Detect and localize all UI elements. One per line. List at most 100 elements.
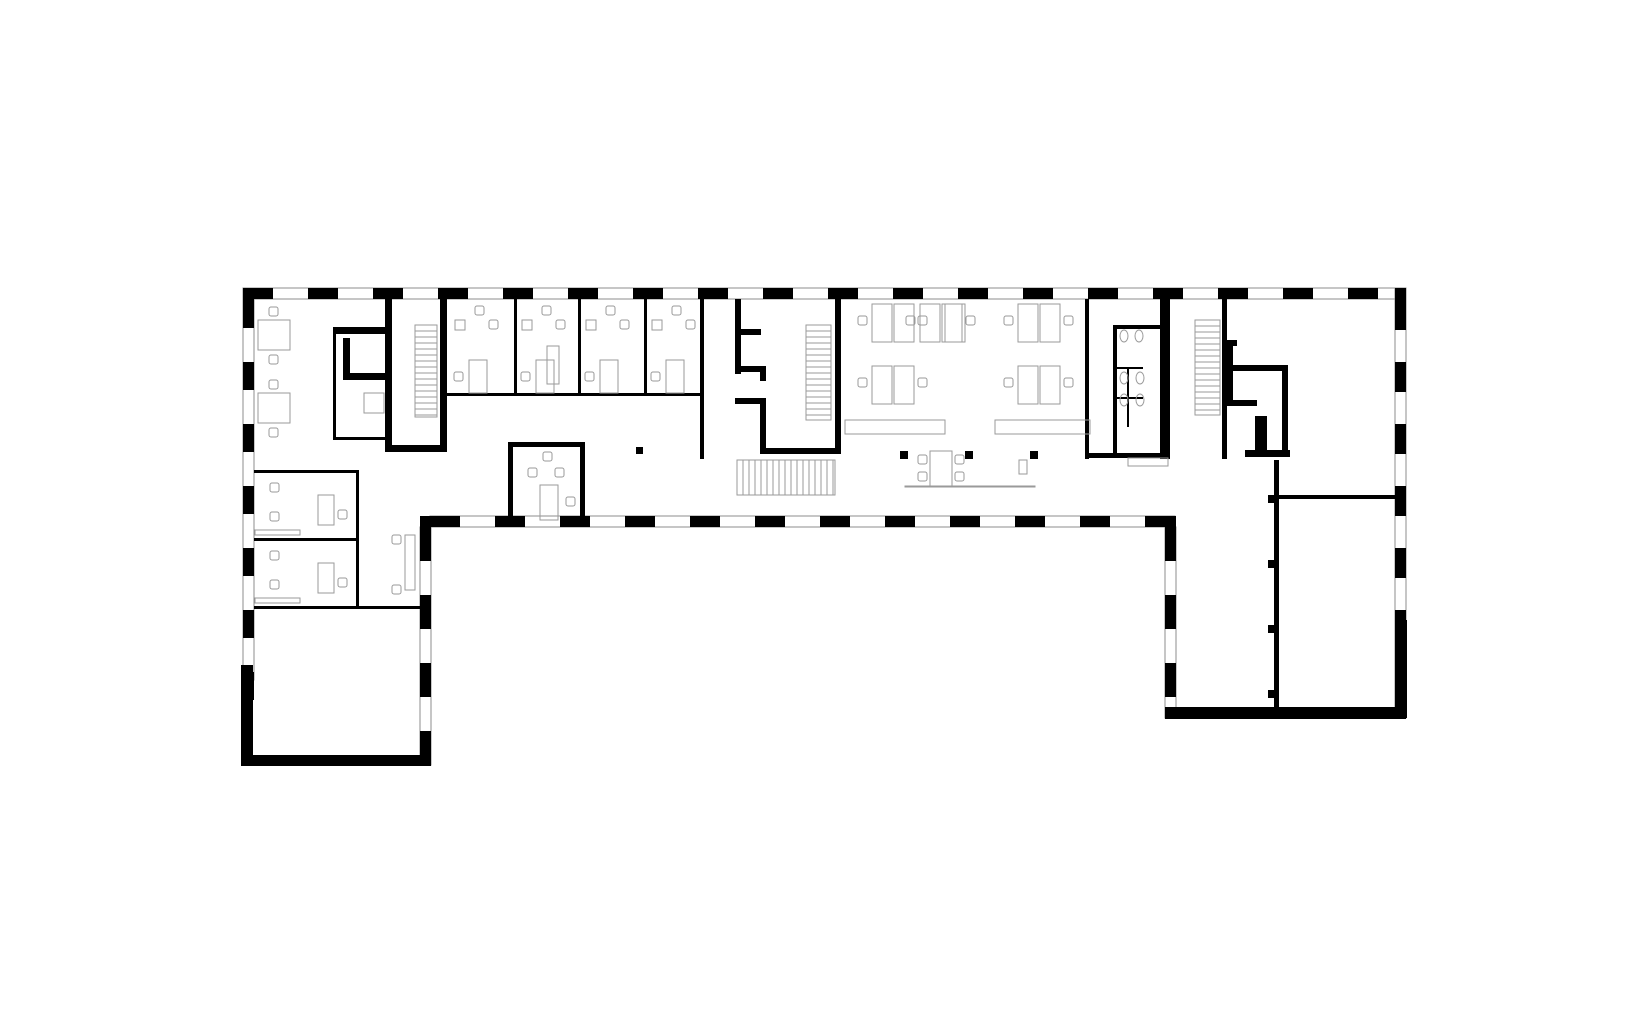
desk (919, 303, 941, 343)
bench (404, 534, 416, 591)
wall (1160, 299, 1165, 459)
wall (508, 442, 585, 447)
wall-pier (633, 288, 663, 299)
desk (317, 562, 335, 594)
desk (585, 319, 597, 331)
chair (1003, 377, 1014, 388)
toilet (1119, 371, 1129, 385)
chair (857, 377, 868, 388)
wall (385, 299, 392, 451)
wall-pier (1080, 516, 1110, 527)
desk (599, 359, 619, 394)
wall (1227, 365, 1287, 371)
wall-pier (568, 288, 598, 299)
chair (917, 471, 928, 482)
storage-units (994, 419, 1091, 435)
wall (1245, 450, 1290, 457)
chair (917, 315, 928, 326)
shelf (944, 303, 966, 343)
office-partition (514, 299, 517, 394)
wall-pier (1395, 548, 1406, 578)
column (636, 447, 643, 454)
wall (508, 442, 513, 520)
chair (917, 454, 928, 465)
chair (565, 496, 576, 507)
storage-units (844, 419, 946, 435)
desk (317, 494, 335, 526)
wall-pier (1165, 595, 1176, 629)
wall-pier (625, 516, 655, 527)
desk (454, 319, 466, 331)
wall-pier (438, 288, 468, 299)
chair (671, 305, 682, 316)
counter (546, 345, 560, 385)
wall-pier (243, 424, 254, 452)
wall-pier (308, 288, 338, 299)
wall (735, 329, 761, 335)
chair (1063, 377, 1074, 388)
wall (356, 470, 359, 609)
chair (337, 509, 348, 520)
chair (541, 305, 552, 316)
cabinet (363, 392, 385, 414)
wall-pier (560, 516, 590, 527)
wall-pier (420, 527, 431, 561)
wall (254, 606, 430, 609)
wall-pier (420, 595, 431, 629)
toilet (1119, 393, 1129, 407)
chair (1003, 315, 1014, 326)
wall (760, 448, 840, 454)
chair (965, 315, 976, 326)
desk (1039, 365, 1061, 405)
wall (343, 373, 388, 380)
wall-pier (893, 288, 923, 299)
wall-pier (495, 516, 525, 527)
wall (760, 398, 766, 453)
wall-pier (243, 362, 254, 390)
furniture (254, 303, 1169, 604)
corner (243, 288, 254, 300)
wall (1255, 416, 1267, 456)
wall-pier (243, 486, 254, 514)
wall (254, 538, 359, 541)
wall (440, 299, 447, 452)
wall-pier (420, 731, 431, 765)
desk (257, 392, 291, 424)
column (900, 451, 908, 459)
desk (893, 303, 915, 343)
wall-pier (243, 288, 273, 299)
chair (554, 467, 565, 478)
wall-pier (1015, 516, 1045, 527)
column (965, 451, 973, 459)
wall-pier (430, 516, 460, 527)
printer (1018, 459, 1028, 475)
wall-pier (420, 663, 431, 697)
wall-pier (1218, 288, 1248, 299)
chair (453, 371, 464, 382)
wall-pier (1165, 663, 1176, 697)
office-partition (578, 299, 581, 394)
partition (1274, 460, 1279, 710)
chair (857, 315, 868, 326)
chair (337, 577, 348, 588)
desk (257, 319, 291, 351)
wall (1222, 299, 1227, 459)
desk (893, 365, 915, 405)
shelf (254, 597, 301, 604)
wall-pier (1283, 288, 1313, 299)
wall-pier (373, 288, 403, 299)
wall-pier (698, 288, 728, 299)
wall (254, 470, 359, 473)
wall (1227, 340, 1237, 346)
desk (521, 319, 533, 331)
stairs (414, 319, 1221, 496)
wall-pier (958, 288, 988, 299)
wall (760, 366, 766, 381)
chair (268, 354, 279, 365)
chair (269, 550, 280, 561)
chair (917, 377, 928, 388)
chair (527, 467, 538, 478)
wall-pier (885, 516, 915, 527)
wall (1165, 299, 1170, 459)
chair (391, 534, 402, 545)
